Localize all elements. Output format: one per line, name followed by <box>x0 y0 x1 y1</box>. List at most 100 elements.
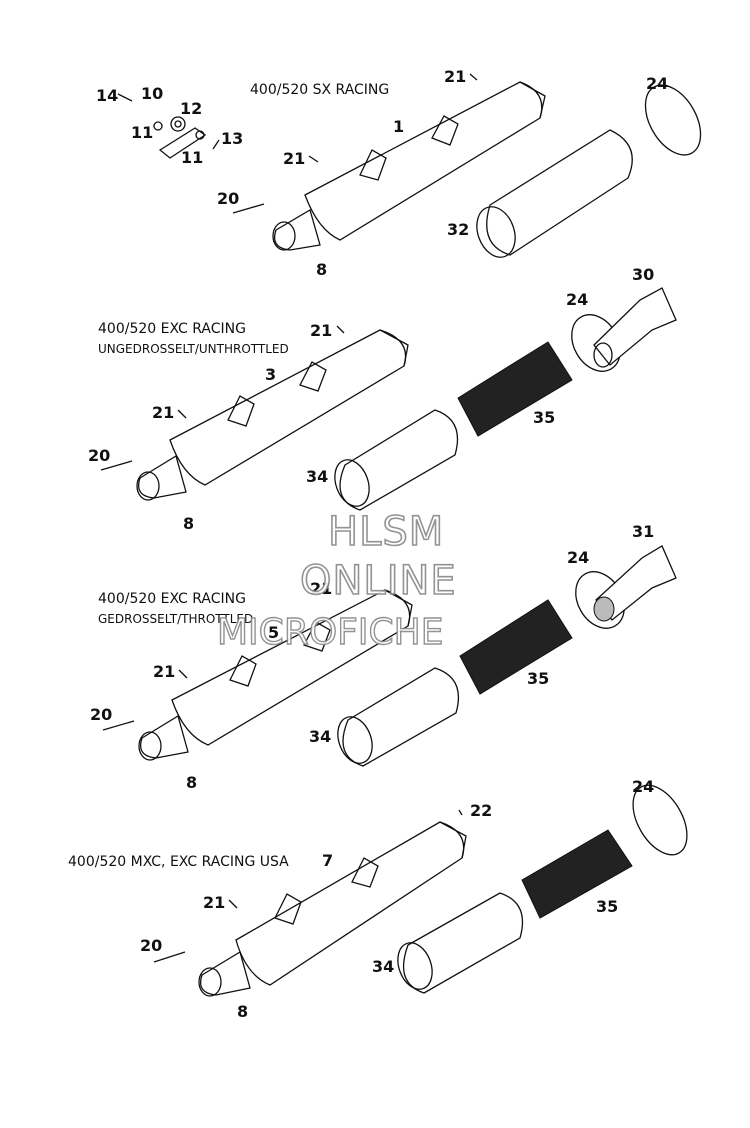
part-number-34: 34 <box>309 727 331 746</box>
part-number-22: 22 <box>470 801 492 820</box>
part-number-24: 24 <box>632 777 654 796</box>
muffler-end-cap <box>439 821 467 859</box>
mount-tab <box>299 361 327 392</box>
section-exc-throttled: 400/520 EXC RACING GEDROSSELT/THROTTLED … <box>90 522 677 792</box>
section-subtitle-throttled: GEDROSSELT/THROTTLED <box>98 612 253 626</box>
muffler-5 <box>138 589 413 761</box>
spring-20 <box>102 720 135 731</box>
part-number-24: 24 <box>646 74 668 93</box>
section-title-exc-unthrottled: 400/520 EXC RACING <box>98 321 246 337</box>
watermark-line-online: ONLINE <box>300 558 457 604</box>
inlet-pipe <box>139 714 189 759</box>
packing-insert-34 <box>342 667 460 767</box>
part-number-5: 5 <box>268 623 279 642</box>
part-number-32: 32 <box>447 220 469 239</box>
leader-line <box>469 73 478 81</box>
tail-pipe-31 <box>595 545 677 621</box>
section-title-sx: 400/520 SX RACING <box>250 82 389 98</box>
part-number-1: 1 <box>393 117 404 136</box>
inlet-opening <box>136 471 160 501</box>
part-number-8: 8 <box>237 1002 248 1021</box>
muffler-end-cap <box>379 329 409 367</box>
inlet-opening <box>138 731 162 761</box>
part-number-21: 21 <box>152 403 174 422</box>
part-number-11: 11 <box>181 148 203 167</box>
part-number-31: 31 <box>632 522 654 541</box>
mount-tab <box>274 893 302 925</box>
part-number-14: 14 <box>96 86 118 105</box>
part-number-8: 8 <box>183 514 194 533</box>
part-number-20: 20 <box>88 446 110 465</box>
muffler-7 <box>198 821 467 997</box>
part-number-21: 21 <box>203 893 225 912</box>
seal-ring-24 <box>644 84 702 156</box>
section-mxc-usa: 400/520 MXC, EXC RACING USA 7 22 21 20 8… <box>68 777 688 1021</box>
part-number-3: 3 <box>265 365 276 384</box>
screw-14 <box>117 93 133 102</box>
packing-insert-32 <box>486 129 633 256</box>
spring-20 <box>232 203 265 214</box>
part-number-21: 21 <box>283 149 305 168</box>
mount-tab <box>303 621 331 652</box>
part-number-21: 21 <box>444 67 466 86</box>
part-number-7: 7 <box>322 851 333 870</box>
insert-opening <box>476 206 516 258</box>
mounting-hardware <box>117 93 220 159</box>
part-number-34: 34 <box>372 957 394 976</box>
muffler-end-cap <box>384 589 413 627</box>
section-exc-unthrottled: 400/520 EXC RACING UNGEDROSSELT/UNTHROTT… <box>88 265 677 533</box>
mounting-bracket <box>158 127 207 159</box>
part-number-35: 35 <box>596 897 618 916</box>
watermark: HLSM ONLINE MICROFICHE <box>216 508 457 654</box>
throttle-insert-mesh <box>593 596 615 622</box>
inlet-pipe <box>199 951 251 996</box>
mount-tab <box>229 655 257 687</box>
part-number-21: 21 <box>153 662 175 681</box>
muffler-3 <box>136 329 409 501</box>
seal-ring-24 <box>632 784 688 856</box>
part-number-34: 34 <box>306 467 328 486</box>
tail-pipe-30 <box>593 287 677 366</box>
mount-tab <box>227 395 255 427</box>
inlet-opening <box>198 967 222 997</box>
section-subtitle-unthrottled: UNGEDROSSELT/UNTHROTTLED <box>98 342 289 356</box>
part-number-35: 35 <box>527 669 549 688</box>
part-number-30: 30 <box>632 265 654 284</box>
nut-13 <box>212 139 220 150</box>
section-title-exc-throttled: 400/520 EXC RACING <box>98 591 246 607</box>
leader-line <box>228 899 238 909</box>
watermark-line-microfiche: MICROFICHE <box>217 612 443 653</box>
insert-opening <box>397 942 433 990</box>
part-number-20: 20 <box>140 936 162 955</box>
mount-tab <box>359 149 387 181</box>
part-number-12: 12 <box>180 99 202 118</box>
leader-line <box>177 409 187 419</box>
mount-tab <box>431 115 459 146</box>
part-number-24: 24 <box>567 548 589 567</box>
packing-insert-34 <box>402 892 524 994</box>
part-number-11: 11 <box>131 123 153 142</box>
mount-tab <box>351 857 379 888</box>
part-number-8: 8 <box>316 260 327 279</box>
part-number-10: 10 <box>141 84 163 103</box>
fiber-packing-35 <box>459 599 573 695</box>
part-number-21: 21 <box>310 579 332 598</box>
spring-20 <box>100 460 133 471</box>
rubber-grommet-12 <box>170 116 186 132</box>
insert-opening <box>337 716 373 764</box>
part-number-21: 21 <box>310 321 332 340</box>
washer-11 <box>195 130 205 140</box>
part-number-24: 24 <box>566 290 588 309</box>
fiber-packing-35 <box>521 829 633 919</box>
leader-line <box>178 669 188 679</box>
inlet-pipe <box>273 209 321 251</box>
fiber-packing-35 <box>457 341 573 437</box>
watermark-line-hlsm: HLSM <box>328 509 444 555</box>
part-number-20: 20 <box>217 189 239 208</box>
part-number-8: 8 <box>186 773 197 792</box>
washer-10 <box>153 121 163 131</box>
part-number-35: 35 <box>533 408 555 427</box>
inlet-pipe <box>137 454 187 499</box>
muffler-1 <box>272 81 546 251</box>
